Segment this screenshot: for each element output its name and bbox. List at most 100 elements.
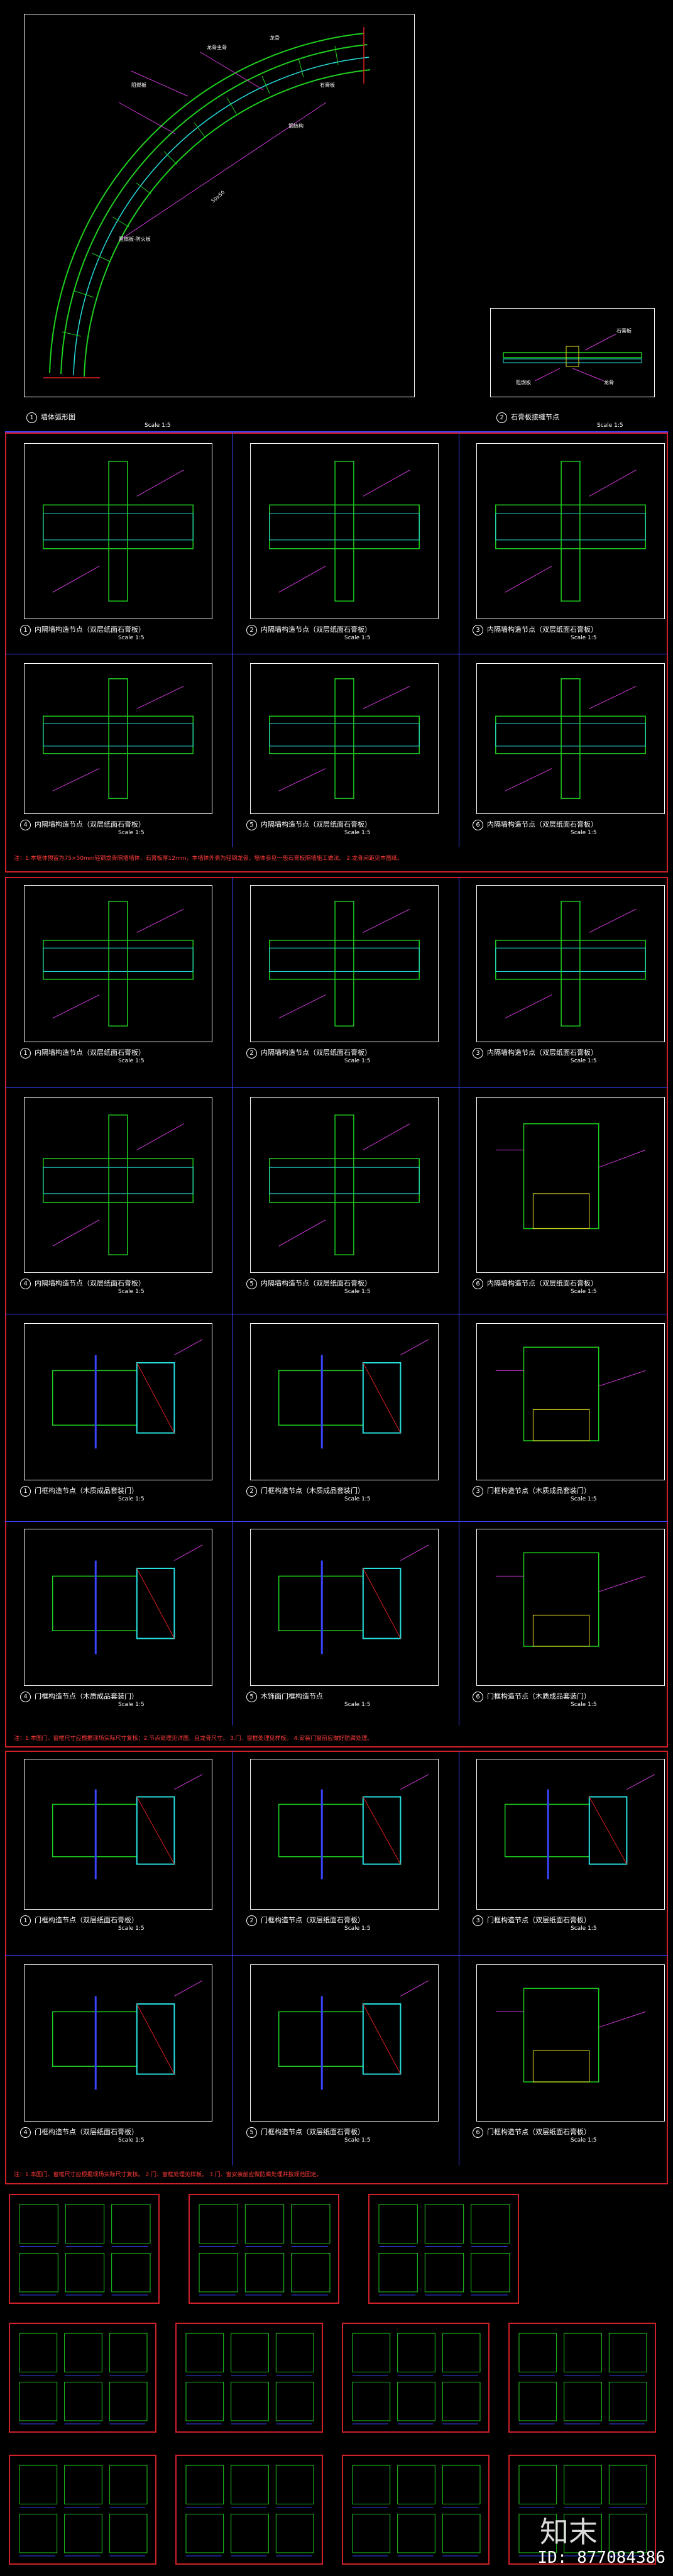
detail-panel [476,443,665,619]
sheet-thumbnail [342,2455,490,2565]
detail-drawing [52,1544,203,1654]
arc-plan-sheet: 龙骨主骨 龙骨 石膏板 钢结构 阻燃板-防火板 阻燃板 50x50 [24,14,415,397]
thumbnail-drawing [185,2333,314,2425]
image-id: ID: 877084386 [537,2548,666,2567]
group2-rule-c [5,1521,668,1522]
sheet-thumbnail [508,2323,656,2433]
detail-drawing [43,901,194,1027]
detail-panel [250,1323,439,1480]
detail-panel [476,1759,665,1910]
detail-panel [24,1964,212,2122]
thumbnail-drawing [19,2465,148,2557]
arc-plan-drawing: 龙骨主骨 龙骨 石膏板 钢结构 阻燃板-防火板 阻燃板 50x50 [43,27,371,378]
detail-drawing [43,1115,194,1255]
panel-scale: Scale 1:5 [344,2137,371,2144]
joint-detail-drawing: 石膏板 龙骨 阻燃板 [503,328,642,385]
detail-drawing [269,1115,420,1255]
detail-drawing [278,1980,429,2090]
detail-drawing [504,1774,655,1880]
panel-scale: Scale 1:5 [118,830,145,836]
group3-frame [5,1751,668,2184]
panel-scale: Scale 1:5 [344,1925,371,1932]
group2-frame [5,877,668,1748]
joint-label-1: 石膏板 [616,328,632,334]
detail-panel [24,1529,212,1686]
joint-detail-sheet: 石膏板 龙骨 阻燃板 [490,308,655,397]
sheet-thumbnail [508,2455,656,2565]
panel-scale: Scale 1:5 [118,1289,145,1295]
group1-rule-top [5,431,668,432]
detail-drawing [43,461,194,602]
detail-panel [24,443,212,619]
detail-panel [24,885,212,1042]
detail-panel [250,1097,439,1273]
panel-scale: Scale 1:5 [118,1702,145,1708]
scale-joint-detail: Scale 1:5 [597,422,623,429]
panel-scale: Scale 1:5 [571,1925,597,1932]
sheet-thumbnail [189,2194,339,2304]
detail-panel [476,1964,665,2122]
detail-panel [476,1097,665,1273]
arc-label-5: 阻燃板-防火板 [119,236,151,242]
group1-frame [5,432,668,872]
arc-label-6: 阻燃板 [131,82,146,88]
thumbnail-drawing [518,2465,647,2557]
sheet-thumbnail [368,2194,519,2304]
panel-scale: Scale 1:5 [571,2137,597,2144]
detail-panel [250,885,439,1042]
panel-scale: Scale 1:5 [571,635,597,641]
detail-drawing [52,1774,203,1880]
detail-drawing [495,461,646,602]
detail-drawing [495,901,646,1027]
detail-panel [250,663,439,814]
thumbnail-drawing [518,2333,647,2425]
detail-drawing [269,901,420,1027]
group3-note: 注：1.本图门、窗框尺寸应根据现场实际尺寸复核。 2.门、窗框处理见样板。 3.… [14,2172,322,2178]
sheet-thumbnail [9,2455,156,2565]
detail-panel [476,1323,665,1480]
joint-label-3: 阻燃板 [516,379,531,385]
thumbnail-drawing [352,2333,481,2425]
panel-scale: Scale 1:5 [571,1058,597,1064]
detail-panel [250,443,439,619]
detail-panel [24,663,212,814]
group3-rule-a [5,1955,668,1956]
sheet-thumbnail [342,2323,490,2433]
panel-scale: Scale 1:5 [344,1289,371,1295]
detail-drawing [43,678,194,799]
thumbnail-drawing [199,2204,331,2296]
arc-label-4: 钢结构 [288,123,304,129]
detail-panel [24,1097,212,1273]
detail-drawing [495,1346,646,1441]
thumbnail-drawing [352,2465,481,2557]
group1-note: 注：1.本墙体预留为75×50mm轻钢龙骨隔墙墙体，石膏板厚12mm，本墙体外表… [14,856,403,862]
panel-scale: Scale 1:5 [118,1058,145,1064]
arc-label-1: 龙骨主骨 [207,44,227,50]
panel-scale: Scale 1:5 [571,1702,597,1708]
brand-logo: 知末 [540,2515,598,2549]
panel-scale: Scale 1:5 [571,1289,597,1295]
detail-drawing [52,1980,203,2090]
sheet-thumbnail [175,2323,323,2433]
panel-scale: Scale 1:5 [571,830,597,836]
group2-note: 注：1.本图门、窗框尺寸应根据现场实际尺寸复核；2.节点处理见详图，且龙骨尺寸。… [14,1736,373,1742]
